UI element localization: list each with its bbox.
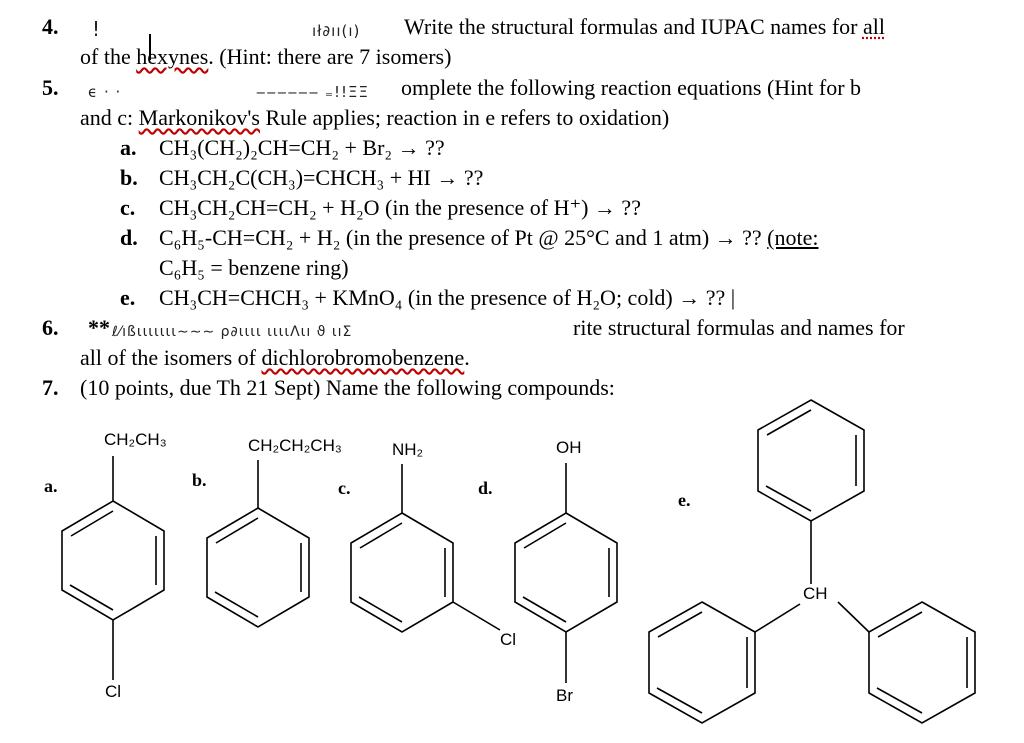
question-6-compound: dichlorobromobenzene <box>261 345 465 370</box>
question-6-prefix: ** <box>88 315 110 340</box>
compound-c-side-group: Cl <box>500 630 517 649</box>
compound-c-letter: c. <box>338 478 351 498</box>
reaction-letter: d. <box>120 225 138 250</box>
compound-e-structure <box>648 399 976 724</box>
handwriting-scribble: ! <box>92 17 102 41</box>
compound-b-top-group: CH₂CH₂CH₃ <box>248 436 342 455</box>
reaction-a: a. CH₃(CH₂)₂CH=CH₂ + Br₂ → ?? <box>0 133 1024 163</box>
question-6-number: 6. <box>42 315 59 340</box>
question-4: 4. ! ıł∂ıı(ı) Write the structural formu… <box>0 12 1024 72</box>
handwriting-scribble: ‒‒‒‒‒‒ ₌!!ΞΞ <box>256 83 369 101</box>
question-5-text-line1: omplete the following reaction equations… <box>401 75 862 100</box>
question-4-of-the: of the <box>80 44 131 69</box>
reaction-letter: e. <box>120 285 136 310</box>
reaction-e: e. CH₃CH=CHCH₃ + KMnO₄ (in the presence … <box>0 283 1024 313</box>
question-4-hexynes: hexynes <box>136 44 209 69</box>
reaction-equation: C₆H₅-CH=CH₂ + H₂ (in the presence of Pt … <box>159 223 819 253</box>
compound-d-bottom-group: Br <box>556 686 573 705</box>
compound-a-structure <box>61 456 165 680</box>
question-6-period: . <box>464 345 470 370</box>
question-4-text: Write the structural formulas and IUPAC … <box>404 14 858 39</box>
handwriting-scribble: ϵ · · <box>88 83 122 101</box>
compound-d-letter: d. <box>478 478 493 498</box>
question-5-text-line2: and c: Markonikov's Rule applies; reacti… <box>80 103 669 133</box>
compound-d-structure <box>514 463 618 683</box>
compound-d-top-group: OH <box>556 438 582 457</box>
reaction-letter: a. <box>120 135 137 160</box>
compound-c-structure <box>350 464 501 633</box>
question-5-number: 5. <box>42 75 59 100</box>
handwriting-scribble: ℓ⁄ıßιιιιιιι∼∼∼ ρ∂ιιιι ιιιιΛιı ϑ ιıΣ <box>112 324 353 340</box>
reaction-b: b. CH₃CH₂C(CH₃)=CHCH₃ + HI → ?? <box>0 163 1024 193</box>
question-7-number: 7. <box>42 375 59 400</box>
compound-e-center-group: CH <box>802 584 829 604</box>
compound-a-letter: a. <box>44 476 58 496</box>
question-7-text: (10 points, due Th 21 Sept) Name the fol… <box>80 375 615 400</box>
question-6-all-of: all of the isomers of <box>80 345 256 370</box>
question-5-rule: Rule applies; reaction in e refers to ox… <box>265 105 670 130</box>
reaction-equation: CH₃(CH₂)₂CH=CH₂ + Br₂ → ?? <box>159 135 445 160</box>
reaction-equation: CH₃CH₂CH=CH₂ + H₂O (in the presence of H… <box>159 195 641 220</box>
reaction-equation: CH₃CH=CHCH₃ + KMnO₄ (in the presence of … <box>159 285 736 310</box>
question-4-text-line1: Write the structural formulas and IUPAC … <box>404 12 885 42</box>
handwriting-scribble: ıł∂ıı(ı) <box>312 22 361 40</box>
compound-a-top-group: CH₂CH₃ <box>104 430 167 449</box>
reaction-d-equation: C₆H₅-CH=CH₂ + H₂ (in the presence of Pt … <box>159 225 762 250</box>
reaction-d-equation-line2: C₆H₅ = benzene ring) <box>159 255 349 280</box>
question-5-markonikov: Markonikov's <box>138 105 260 130</box>
question-6-text-line2: all of the isomers of dichlorobromobenze… <box>80 343 470 373</box>
reaction-equation: CH₃CH₂C(CH₃)=CHCH₃ + HI → ?? <box>159 165 484 190</box>
reaction-d: d. C₆H₅-CH=CH₂ + H₂ (in the presence of … <box>0 223 1024 283</box>
question-4-all: all <box>862 14 885 39</box>
question-4-number: 4. <box>42 14 59 39</box>
reaction-d-note: (note: <box>767 225 819 250</box>
question-6: 6. ** ℓ⁄ıßιιιιιιι∼∼∼ ρ∂ιιιι ιιιιΛιı ϑ ιı… <box>0 313 1024 373</box>
question-4-text-line2: of the hexynes. (Hint: there are 7 isome… <box>80 42 451 72</box>
question-6-text-line1: rite structural formulas and names for <box>573 315 905 340</box>
question-5: 5. ϵ · · ‒‒‒‒‒‒ ₌!!ΞΞ omplete the follow… <box>0 73 1024 133</box>
reaction-letter: b. <box>120 165 138 190</box>
question-7: 7. (10 points, due Th 21 Sept) Name the … <box>0 373 1024 403</box>
compound-b-letter: b. <box>192 470 207 490</box>
compound-b-structure <box>206 460 310 628</box>
reaction-letter: c. <box>120 195 136 220</box>
reaction-c: c. CH₃CH₂CH=CH₂ + H₂O (in the presence o… <box>0 193 1024 223</box>
question-5-and-c: and c: <box>80 105 134 130</box>
compound-e-letter: e. <box>678 490 691 510</box>
question-4-hint: . (Hint: there are 7 isomers) <box>208 44 452 69</box>
compound-c-top-group: NH₂ <box>392 440 424 459</box>
compound-a-bottom-group: Cl <box>105 682 122 701</box>
